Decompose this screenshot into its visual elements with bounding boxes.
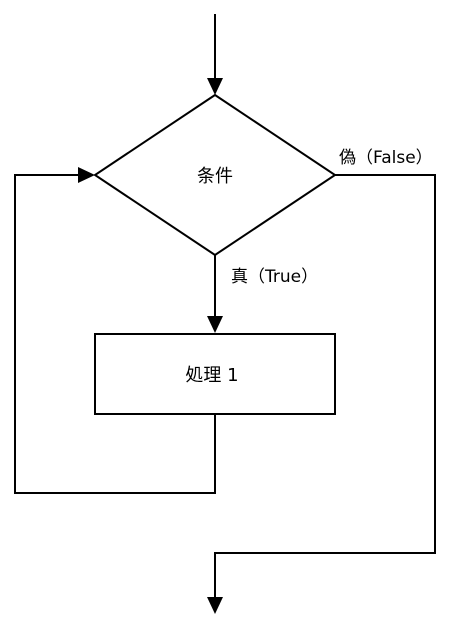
true-arrowhead [207, 316, 223, 333]
true-label: 真（True） [231, 267, 318, 287]
process-label: 処理 1 [185, 365, 238, 386]
false-connector [214, 174, 436, 598]
false-label: 偽（False） [339, 148, 433, 168]
loop-arrowhead [78, 167, 95, 183]
process-box [94, 333, 336, 415]
decision-label: 条件 [197, 166, 233, 187]
entry-arrowhead [207, 78, 223, 95]
exit-arrowhead [207, 597, 223, 614]
loop-connector [14, 174, 216, 494]
